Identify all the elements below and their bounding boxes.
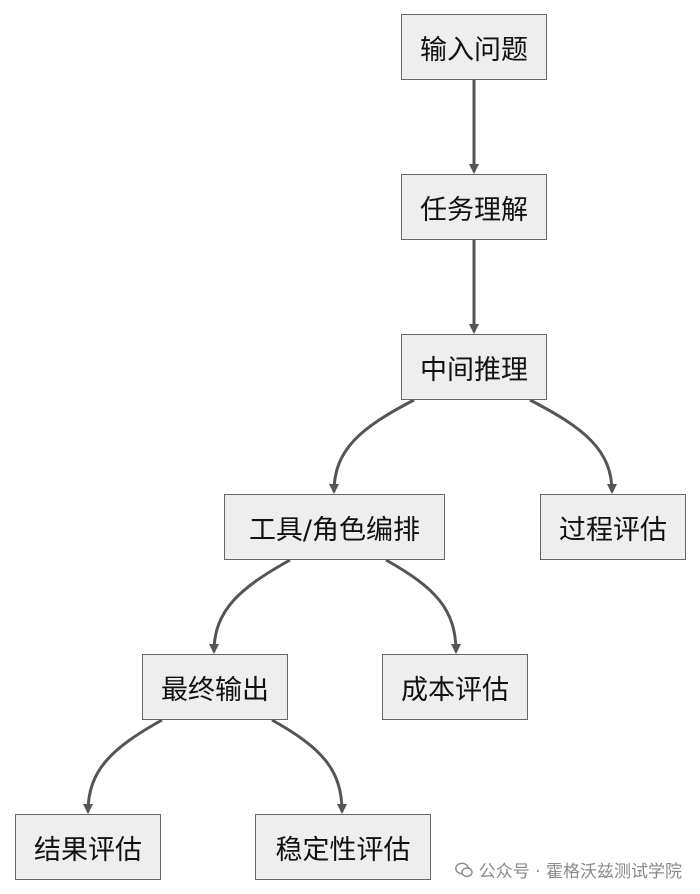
edge-final-to-result <box>83 718 163 814</box>
node-tool-role-orchestration: 工具/角色编排 <box>224 494 445 560</box>
node-task-understanding: 任务理解 <box>401 174 547 240</box>
edge-reason-to-process <box>529 398 617 494</box>
watermark: 公众号 · 霍格沃兹测试学院 <box>450 855 686 884</box>
node-final-output: 最终输出 <box>142 654 288 720</box>
node-intermediate-reasoning: 中间推理 <box>401 334 547 400</box>
edge-final-to-stable <box>271 718 347 814</box>
node-input-question: 输入问题 <box>401 14 547 80</box>
edge-tool-to-final <box>209 558 291 654</box>
node-result-evaluation: 结果评估 <box>15 814 161 880</box>
edge-tool-to-cost <box>385 558 461 654</box>
node-process-evaluation: 过程评估 <box>540 494 686 560</box>
node-stability-evaluation: 稳定性评估 <box>255 814 431 880</box>
edge-reason-to-tool <box>329 398 415 494</box>
wechat-icon <box>454 862 473 877</box>
node-cost-evaluation: 成本评估 <box>382 654 528 720</box>
watermark-text: 公众号 · 霍格沃兹测试学院 <box>478 862 682 882</box>
